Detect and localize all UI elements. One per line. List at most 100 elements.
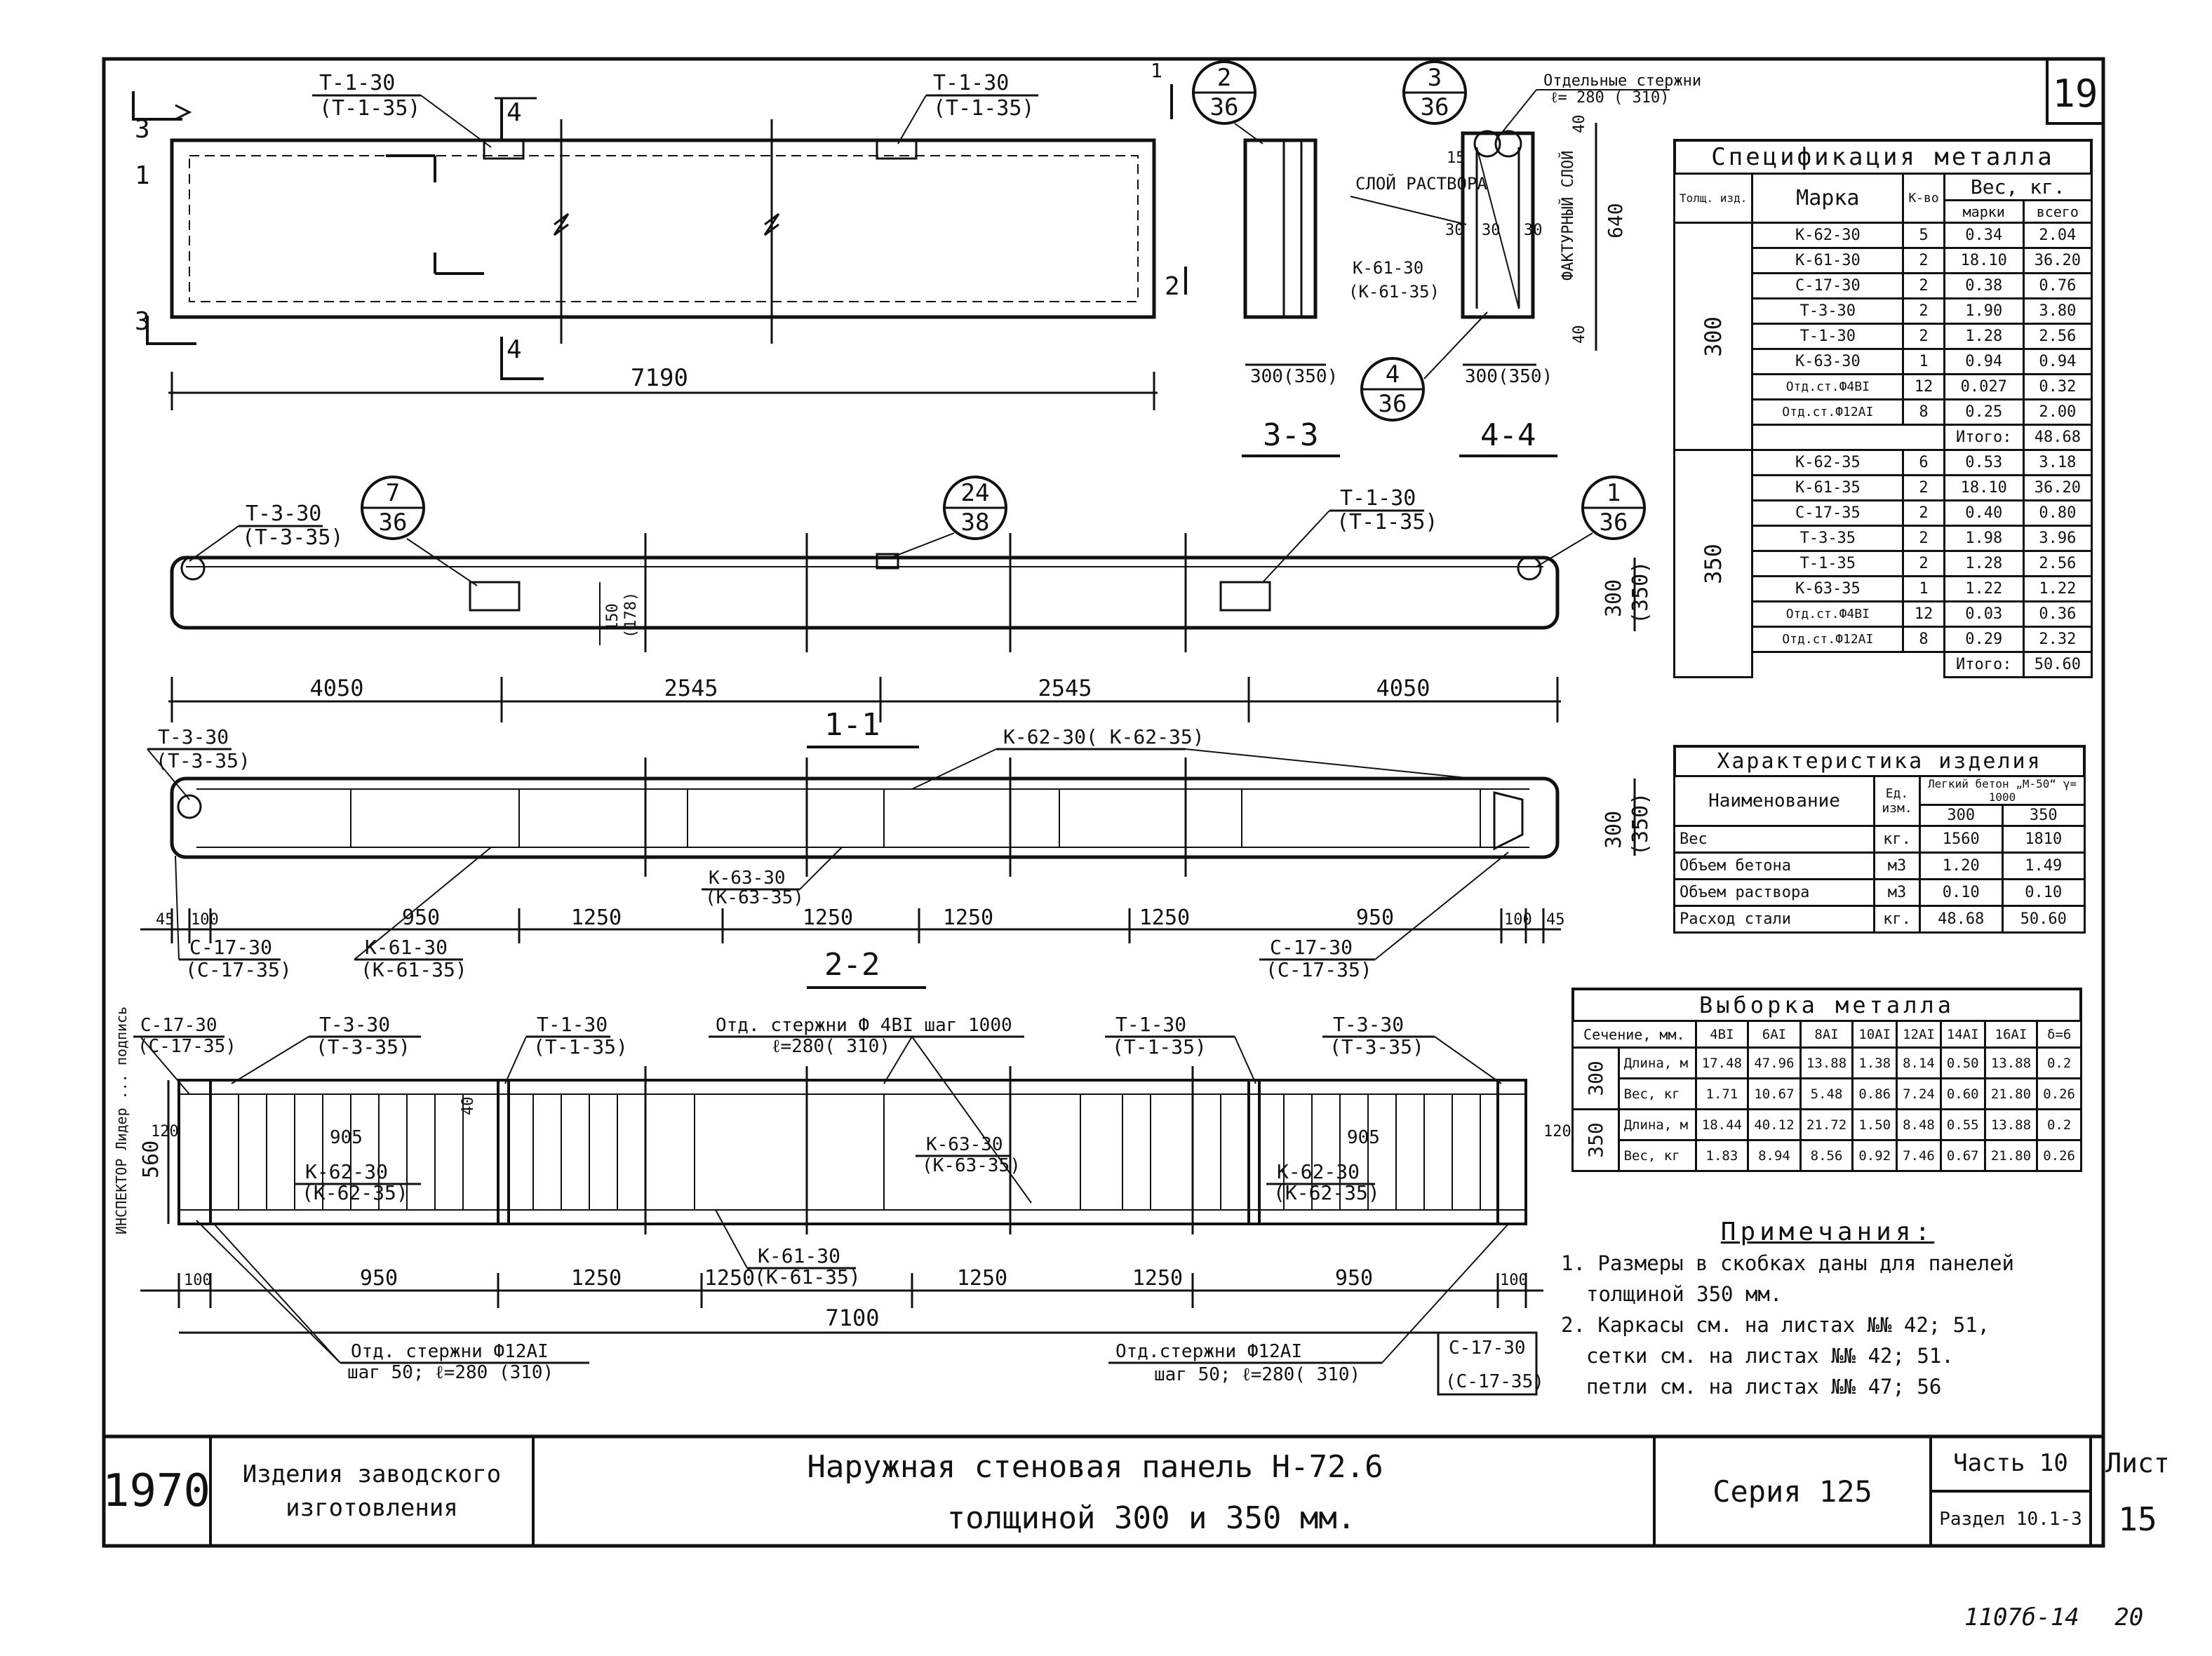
svg-text:300(350): 300(350) [1250, 366, 1338, 387]
svg-text:(Т-3-35): (Т-3-35) [1329, 1035, 1424, 1058]
svg-text:Т-1-30: Т-1-30 [537, 1013, 608, 1036]
svg-text:1250: 1250 [943, 906, 993, 930]
svg-text:(К-63-35): (К-63-35) [922, 1155, 1021, 1176]
plan-view: 3 1 3 4 4 2 1 Т-1-30 (Т-1-35) Т-1-30 (Т-… [132, 59, 1187, 410]
svg-text:7100: 7100 [825, 1305, 879, 1331]
svg-text:ℓ= 280 ( 310): ℓ= 280 ( 310) [1550, 89, 1669, 107]
svg-text:905: 905 [330, 1127, 363, 1148]
svg-text:(С-17-35): (С-17-35) [138, 1036, 236, 1057]
svg-text:Отдельные стержни: Отдельные стержни [1543, 72, 1701, 90]
svg-text:300(350): 300(350) [1465, 366, 1553, 387]
svg-text:(С-17-35): (С-17-35) [1445, 1371, 1544, 1392]
svg-text:45: 45 [156, 911, 175, 929]
svg-text:С-17-30: С-17-30 [1270, 936, 1353, 959]
svg-text:(Т-1-35): (Т-1-35) [1336, 510, 1438, 534]
svg-text:Т-3-30: Т-3-30 [158, 725, 229, 748]
svg-text:950: 950 [402, 906, 440, 930]
svg-text:640: 640 [1604, 203, 1627, 238]
title-name: Наружная стеновая панель Н-72.6 [807, 1449, 1383, 1485]
svg-text:(К-61-35): (К-61-35) [1348, 282, 1440, 302]
svg-text:40: 40 [460, 1097, 477, 1116]
section-1-1: 1-1 Т-3-30 (Т-3-35) К-62-30( К-62-35) К-… [140, 707, 1653, 981]
svg-text:(Т-3-35): (Т-3-35) [316, 1035, 410, 1058]
svg-text:1250: 1250 [704, 1266, 755, 1291]
svg-text:(С-17-35): (С-17-35) [1266, 958, 1372, 981]
title-year: 1970 [102, 1436, 212, 1546]
svg-text:30: 30 [1524, 222, 1543, 239]
loop-label-right: Т-1-30 [933, 71, 1009, 95]
svg-text:45: 45 [1546, 911, 1565, 929]
section-4-4: 3 36 4 36 Отдельные стержни ℓ= 280 ( 310… [1348, 60, 1701, 457]
svg-text:Т-1-30: Т-1-30 [1340, 486, 1416, 511]
svg-text:300: 300 [1602, 579, 1626, 617]
section-2-2-title: 2-2 [824, 947, 880, 983]
svg-text:120: 120 [151, 1123, 179, 1140]
svg-text:К-62-30( К-62-35): К-62-30( К-62-35) [1003, 725, 1205, 748]
svg-text:Т-3-30: Т-3-30 [1333, 1013, 1404, 1036]
svg-text:Т-1-30: Т-1-30 [1115, 1013, 1186, 1036]
svg-text:С-17-30: С-17-30 [189, 936, 272, 959]
svg-text:СЛОЙ РАСТВОРА: СЛОЙ РАСТВОРА [1355, 173, 1487, 194]
svg-text:3: 3 [135, 307, 150, 336]
svg-text:4: 4 [507, 98, 522, 127]
svg-text:ФАКТУРНЫЙ СЛОЙ: ФАКТУРНЫЙ СЛОЙ [1559, 151, 1577, 281]
section-2-2: 2-2 С- [133, 947, 1571, 1396]
archive-stamp: 1107б-14 20 [1964, 1603, 2144, 1631]
svg-text:950: 950 [1356, 906, 1394, 930]
svg-text:7: 7 [386, 479, 400, 507]
svg-text:1: 1 [135, 161, 150, 190]
svg-text:4050: 4050 [309, 675, 363, 701]
svg-text:Т-3-30: Т-3-30 [246, 501, 321, 526]
svg-text:(350): (350) [1628, 561, 1653, 624]
svg-text:Отд. стержни Ф 4ВI шаг 1000: Отд. стержни Ф 4ВI шаг 1000 [716, 1015, 1012, 1036]
svg-text:К-62-30: К-62-30 [1277, 1160, 1360, 1183]
svg-text:905: 905 [1347, 1127, 1380, 1148]
svg-text:1250: 1250 [1132, 1266, 1183, 1291]
svg-text:1250: 1250 [957, 1266, 1007, 1291]
svg-text:300: 300 [1602, 811, 1626, 849]
svg-text:(350): (350) [1628, 793, 1653, 856]
svg-text:(Т-1-35): (Т-1-35) [933, 96, 1035, 121]
notes: Примечания: 1. Размеры в скобках даны дл… [1561, 1217, 2094, 1402]
title-sheet-number: 15 [2118, 1500, 2157, 1538]
left-margin-note: ИНСПЕКТОР Лидер ... подпись [113, 1007, 130, 1234]
svg-text:560: 560 [139, 1140, 163, 1178]
svg-text:(Т-3-35): (Т-3-35) [242, 525, 344, 550]
sheet-frame [102, 57, 2105, 1548]
svg-text:С-17-30: С-17-30 [140, 1015, 217, 1036]
metal-spec-table: Спецификация металла Толщ. изд. Марка К-… [1673, 139, 2093, 678]
svg-text:100: 100 [184, 1272, 212, 1289]
svg-text:1250: 1250 [571, 906, 622, 930]
svg-text:шаг 50; ℓ=280 (310): шаг 50; ℓ=280 (310) [347, 1362, 554, 1383]
section-3-3: 2 36 300(350) 3-3 [1192, 60, 1340, 457]
title-part: Часть 10 [1932, 1436, 2092, 1493]
svg-text:38: 38 [961, 509, 990, 537]
svg-text:36: 36 [1421, 93, 1449, 121]
cut-label-3: 3 [135, 115, 150, 144]
svg-text:4050: 4050 [1376, 675, 1430, 701]
svg-text:36: 36 [379, 509, 408, 537]
svg-text:2545: 2545 [664, 675, 718, 701]
svg-text:1: 1 [1151, 59, 1162, 82]
svg-text:4: 4 [507, 335, 522, 364]
svg-text:2: 2 [1217, 64, 1231, 92]
svg-text:(К-63-35): (К-63-35) [705, 887, 804, 908]
svg-text:40: 40 [1571, 115, 1588, 134]
svg-text:Отд.стержни Ф12АI: Отд.стержни Ф12АI [1115, 1341, 1302, 1362]
svg-text:С-17-30: С-17-30 [1449, 1338, 1526, 1359]
svg-text:1: 1 [1607, 479, 1621, 507]
svg-text:(Т-1-35): (Т-1-35) [533, 1035, 628, 1058]
sheet-number: 19 [2052, 72, 2098, 116]
product-characteristics-table: Характеристика изделия Наименование Ед. … [1673, 745, 2086, 934]
svg-text:100: 100 [1504, 911, 1532, 929]
total-350: 50.60 [2022, 651, 2093, 678]
svg-text:36: 36 [1210, 93, 1239, 121]
svg-text:1250: 1250 [803, 906, 853, 930]
plan-length-dim: 7190 [631, 364, 688, 392]
svg-text:24: 24 [961, 479, 990, 507]
svg-text:ℓ=280( 310): ℓ=280( 310) [772, 1036, 890, 1057]
svg-text:3: 3 [1428, 64, 1442, 92]
svg-text:1250: 1250 [1139, 906, 1190, 930]
title-group: Изделия заводского изготовления [212, 1436, 535, 1546]
